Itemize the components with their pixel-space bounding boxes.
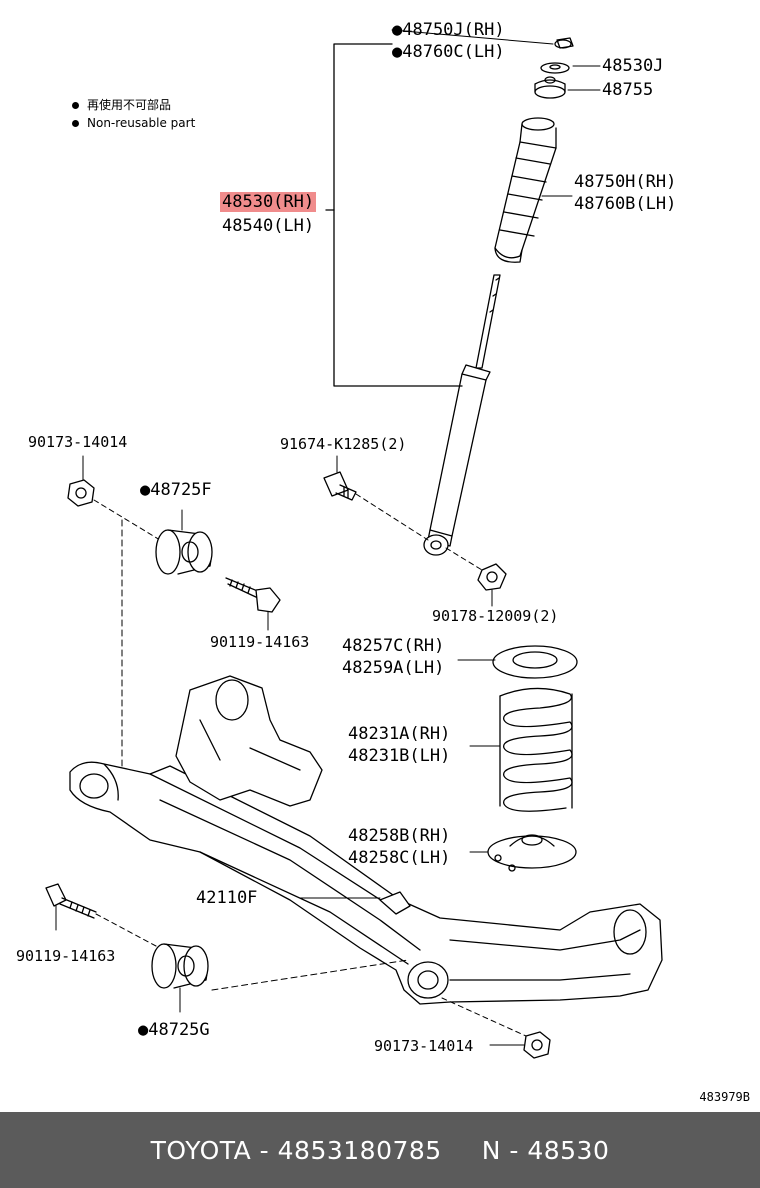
- part-label-48530j[interactable]: 48530J: [602, 56, 664, 76]
- part-label-90119-top[interactable]: 90119-14163: [210, 633, 310, 651]
- part-label-48750h[interactable]: 48750H(RH): [574, 172, 677, 192]
- leader-48750j: [391, 29, 554, 45]
- bushing-48725g-drawing: [151, 943, 209, 1013]
- part-label-48725g[interactable]: ●48725G: [138, 1020, 210, 1040]
- nut-90173-bottom-drawing: [489, 1031, 551, 1059]
- nut-90173-top-drawing: [67, 455, 95, 507]
- rear-axle-beam-drawing: [69, 675, 663, 1005]
- footer-bar: TOYOTA - 4853180785 N - 48530: [0, 1112, 760, 1188]
- leader-bracket: [333, 43, 463, 387]
- footer-part-code: N - 48530: [481, 1135, 610, 1165]
- top-nut-drawing: [554, 37, 574, 49]
- coil-spring-drawing: [469, 687, 573, 812]
- part-label-48750j[interactable]: ●48750J(RH): [392, 20, 505, 40]
- bullet-icon: [72, 120, 79, 127]
- highlight-48530: 48530(RH): [220, 192, 317, 212]
- part-label-48231b[interactable]: 48231B(LH): [348, 746, 451, 766]
- part-label-48760c[interactable]: ●48760C(LH): [392, 42, 505, 62]
- part-label-48530[interactable]: 48530(RH): [220, 192, 317, 212]
- legend: 再使用不可部品 Non-reusable part: [72, 96, 195, 132]
- upper-spring-seat-drawing: [457, 645, 578, 679]
- part-label-90173-bottom[interactable]: 90173-14014: [374, 1037, 474, 1055]
- part-label-48760b[interactable]: 48760B(LH): [574, 194, 677, 214]
- part-label-90119-bottom[interactable]: 90119-14163: [16, 947, 116, 965]
- part-label-48725f[interactable]: ●48725F: [140, 480, 212, 500]
- part-label-48259a[interactable]: 48259A(LH): [342, 658, 445, 678]
- part-label-48257c[interactable]: 48257C(RH): [342, 636, 445, 656]
- part-label-91674[interactable]: 91674-K1285(2): [280, 435, 407, 453]
- bullet-icon: [72, 102, 79, 109]
- footer-brand-partnumber: TOYOTA - 4853180785: [150, 1135, 442, 1165]
- part-label-42110f[interactable]: 42110F: [196, 888, 258, 908]
- part-label-48755[interactable]: 48755: [602, 80, 654, 100]
- legend-item-jp: 再使用不可部品: [72, 96, 195, 114]
- nut-90178-drawing: [477, 563, 507, 607]
- part-label-90173-top[interactable]: 90173-14014: [28, 433, 128, 451]
- part-label-90178[interactable]: 90178-12009(2): [432, 607, 559, 625]
- dust-boot-drawing: [494, 117, 557, 263]
- bolt-90119-bottom-drawing: [45, 883, 97, 931]
- lower-spring-seat-drawing: [469, 834, 577, 872]
- washer-drawing: [540, 62, 570, 74]
- bolt-91674-drawing: [323, 455, 357, 501]
- part-label-48540[interactable]: 48540(LH): [222, 216, 315, 236]
- diagram-id: 483979B: [699, 1090, 750, 1104]
- parts-diagram: 再使用不可部品 Non-reusable part ●48750J(RH) ●4…: [16, 20, 677, 1059]
- part-label-48231a[interactable]: 48231A(RH): [348, 724, 451, 744]
- exploded-view-drawing: [45, 29, 663, 1059]
- shock-rod-drawing: [475, 274, 501, 369]
- shock-body-drawing: [423, 364, 491, 556]
- bushing-48725f-drawing: [155, 509, 213, 575]
- upper-bushing-drawing: [534, 76, 566, 99]
- part-label-48258b[interactable]: 48258B(RH): [348, 826, 451, 846]
- bolt-90119-top-drawing: [225, 577, 281, 631]
- legend-item-en: Non-reusable part: [72, 114, 195, 132]
- part-label-48258c[interactable]: 48258C(LH): [348, 848, 451, 868]
